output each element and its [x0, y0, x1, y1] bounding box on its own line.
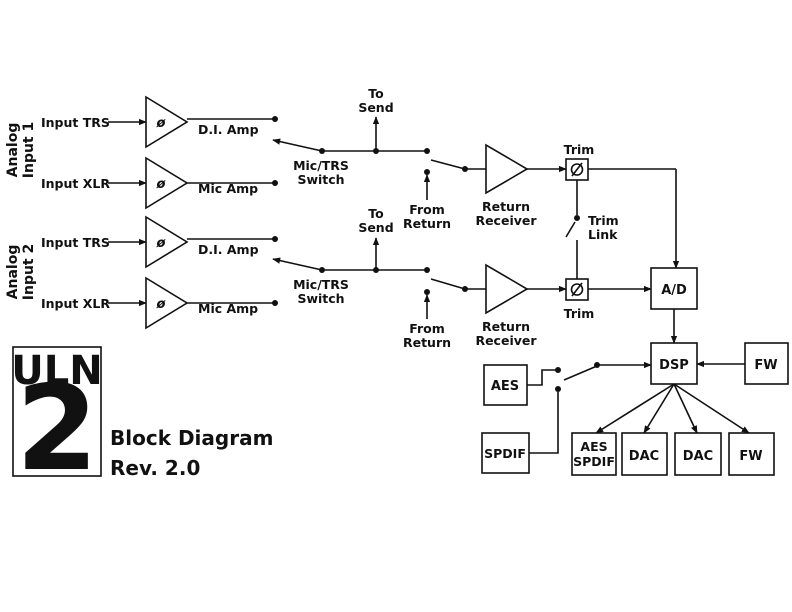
channel-1-trim-knob-slash [571, 162, 583, 177]
channel-1-side-label: Analog Input 1 [5, 122, 37, 178]
digital-section: A/D DSP FW AES SPDIF AES SPDIF DAC DAC F [481, 267, 789, 476]
channel-2: Analog Input 2 Input TRS ø D.I. Amp Inpu… [5, 206, 652, 350]
spdif-to-selector-line [529, 392, 559, 454]
fw-output-label: FW [739, 449, 762, 464]
selector-contact-aes [555, 367, 561, 373]
channel-1: Analog Input 1 Input TRS ø D.I. Amp Inpu… [5, 86, 680, 269]
channel-1-di-amp-triangle [145, 95, 189, 149]
channel-1-mic-amp-label: Mic Amp [198, 181, 258, 196]
trim-link-blade [565, 221, 576, 238]
aes-spdif-output-label-line1: AES [580, 439, 607, 454]
channel-1-receiver-label-line1: Return [482, 199, 530, 214]
channel-1-from-return-label-line1: From [409, 202, 445, 217]
spdif-input-label: SPDIF [484, 446, 526, 461]
logo-brand-text: ULN [11, 348, 102, 394]
channel-2-di-amp-symbol: ø [156, 236, 167, 251]
dac-2-label: DAC [683, 449, 713, 464]
diagram-title: Block Diagram [110, 426, 273, 450]
trim-link: Trim Link [565, 180, 619, 279]
channel-1-receiver-label-line2: Receiver [475, 213, 537, 228]
channel-2-receiver-label-line1: Return [482, 319, 530, 334]
dsp-to-dac-1-arrow [643, 383, 675, 434]
channel-1-mic-amp-triangle [145, 156, 189, 210]
dsp-label: DSP [659, 358, 689, 373]
channel-1-send-label-line2: Send [358, 100, 393, 115]
trim-link-contact [574, 215, 580, 221]
channel-2-switch-label-line1: Mic/TRS [293, 277, 349, 292]
channel-1-input-trs-label: Input TRS [41, 115, 110, 130]
channel-2-receiver-label-line2: Receiver [475, 333, 537, 348]
channel-1-return-switch-contact-b [424, 169, 430, 175]
channel-1-switch-label-line2: Switch [297, 172, 344, 187]
dac-1-block [621, 432, 668, 476]
channel-2-di-amp-triangle [145, 215, 189, 269]
logo-frame [12, 346, 102, 477]
ad-label: A/D [661, 283, 687, 298]
dac-1-label: DAC [629, 449, 659, 464]
dsp-to-fw-output-arrow [673, 383, 750, 434]
channel-2-input-trs-label: Input TRS [41, 235, 110, 250]
trim-link-label-line1: Trim [588, 213, 619, 228]
aes-to-selector-line [527, 369, 557, 386]
channel-1-di-contact [272, 116, 278, 122]
channel-1-trim-knob-icon [570, 163, 584, 176]
channel-2-di-contact [272, 236, 278, 242]
channel-1-return-switch-contact-a [424, 148, 430, 154]
channel-2-trim-knob-icon [570, 283, 584, 296]
channel-2-mic-amp-symbol: ø [156, 297, 167, 312]
channel-2-trim-label: Trim [564, 306, 595, 321]
channel-2-return-switch-blade [430, 278, 466, 290]
channel-1-mic-contact [272, 180, 278, 186]
channel-1-input-xlr-label: Input XLR [41, 176, 110, 191]
trim-link-label-line2: Link [588, 227, 618, 242]
channel-1-return-receiver-triangle [485, 143, 529, 195]
channel-2-mic-amp-label: Mic Amp [198, 301, 258, 316]
aes-input-block [483, 364, 528, 406]
channel-2-trim-knob-slash [571, 282, 583, 297]
channel-2-return-switch-contact-a [424, 267, 430, 273]
aes-spdif-output-block [571, 432, 617, 476]
channel-2-side-label-line2: Input 2 [21, 244, 37, 300]
fw-output-block [728, 432, 775, 476]
channel-1-switch-blade [272, 138, 323, 152]
channel-2-mic-contact [272, 300, 278, 306]
aes-input-label: AES [491, 379, 519, 394]
channel-2-switch-label-line2: Switch [297, 291, 344, 306]
diagram-revision: Rev. 2.0 [110, 456, 200, 480]
channel-2-side-label-line1: Analog [5, 245, 21, 300]
logo-number-text: 2 [16, 359, 98, 497]
channel-1-return-switch-blade [430, 159, 466, 170]
selector-contact-spdif [555, 386, 561, 392]
channel-2-return-receiver-triangle [485, 263, 529, 315]
channel-2-from-return-label-line1: From [409, 321, 445, 336]
aes-spdif-output-label-line2: SPDIF [573, 454, 615, 469]
channel-1-side-label-line2: Input 1 [21, 122, 37, 178]
channel-2-send-label-line1: To [368, 206, 384, 221]
channel-2-send-label-line2: Send [358, 220, 393, 235]
channel-1-from-return-label-line2: Return [403, 216, 451, 231]
channel-1-side-label-line1: Analog [5, 123, 21, 178]
channel-2-mic-amp-triangle [145, 276, 189, 330]
selector-blade [563, 365, 598, 381]
channel-1-trim-label: Trim [564, 142, 595, 157]
channel-1-mic-amp-symbol: ø [156, 177, 167, 192]
fw-input-block [744, 342, 789, 385]
channel-1-di-amp-label: D.I. Amp [198, 122, 259, 137]
channel-2-side-label: Analog Input 2 [5, 244, 37, 300]
channel-2-di-amp-label: D.I. Amp [198, 242, 259, 257]
channel-1-switch-label-line1: Mic/TRS [293, 158, 349, 173]
channel-1-di-amp-symbol: ø [156, 116, 167, 131]
dsp-to-aes-spdif-arrow [595, 383, 675, 434]
channel-2-switch-blade [272, 257, 323, 271]
channel-2-from-return-label-line2: Return [403, 335, 451, 350]
channel-2-input-xlr-label: Input XLR [41, 296, 110, 311]
dsp-to-dac-2-arrow [673, 383, 698, 434]
channel-1-send-label-line1: To [368, 86, 384, 101]
channel-2-return-switch-contact-b [424, 289, 430, 295]
uln2-logo: ULN 2 [11, 346, 103, 497]
dac-2-block [674, 432, 722, 476]
fw-input-label: FW [754, 358, 777, 373]
